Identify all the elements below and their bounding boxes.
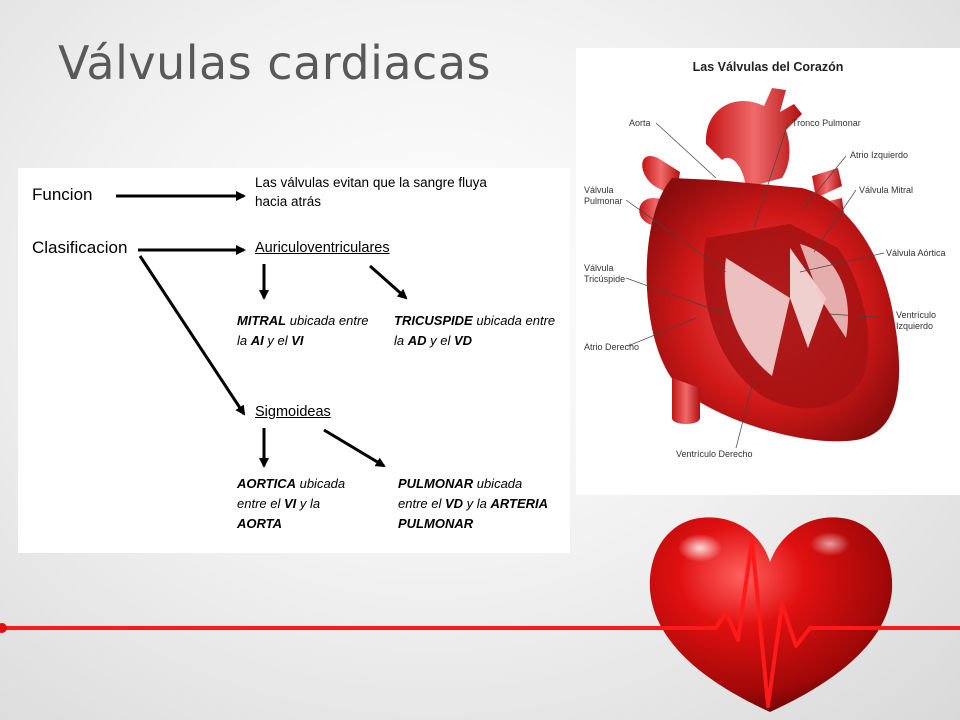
label-ventriculo-izquierdo-2: Izquierdo: [896, 321, 934, 331]
pulmonar-b: ARTERIA: [490, 496, 549, 511]
arrow-to-pulmonar: [323, 428, 386, 468]
mitral-desc1: ubicada entre: [286, 313, 369, 328]
pulmonar-description: PULMONAR ubicada entre el VD y la ARTERI…: [398, 474, 548, 534]
heart-anatomy-illustration: [625, 88, 900, 449]
label-valvula-tricuspide-2: Tricúspide: [584, 274, 626, 284]
tricuspide-desc1: ubicada entre: [472, 313, 556, 328]
label-atrio-izquierdo: Atrio Izquierdo: [850, 150, 909, 160]
pulmonar-mid: y la: [463, 496, 491, 511]
heart-icon: [649, 517, 893, 712]
anatomy-title: Las Válvulas del Corazón: [692, 60, 844, 74]
tricuspide-a: AD: [407, 333, 427, 348]
aortica-prefix: entre el: [237, 496, 284, 511]
tricuspide-mid: y el: [426, 333, 454, 348]
label-valvula-pulmonar: Válvula Pulmonar: [584, 185, 623, 207]
pulmonar-line3: PULMONAR: [398, 516, 474, 531]
heart-anatomy-figure: Las Válvulas del Corazón Aorta Tronco Pu…: [576, 48, 960, 495]
arrow-to-sigmoideas: [138, 255, 246, 416]
pulmonar-a: VD: [444, 496, 464, 511]
mitral-mid: y el: [263, 333, 292, 348]
sigmoideas-label: Sigmoideas: [255, 404, 331, 420]
clasificacion-label: Clasificacion: [32, 238, 128, 257]
mitral-description: MITRAL ubicada entre la AI y el VI: [237, 311, 369, 351]
mitral-a: AI: [250, 333, 264, 348]
tricuspide-prefix: la: [394, 333, 408, 348]
arrow-to-tricuspide: [369, 264, 408, 300]
funcion-text-line2: hacia atrás: [255, 194, 322, 209]
mitral-prefix: la: [237, 333, 251, 348]
mitral-name: MITRAL: [237, 313, 287, 328]
label-valvula-pulmonar-2: Pulmonar: [584, 196, 623, 206]
funcion-description: Las válvulas evitan que la sangre fluya …: [255, 173, 487, 211]
mitral-b: VI: [291, 333, 304, 348]
label-ventriculo-izquierdo-1: Ventrículo: [896, 310, 937, 320]
aortica-a: VI: [283, 496, 297, 511]
auriculoventriculares-label: Auriculoventriculares: [255, 240, 390, 256]
slide-title: Válvulas cardiacas: [58, 36, 491, 90]
label-valvula-aortica: Válvula Aórtica: [886, 248, 946, 258]
aortica-description: AORTICA ubicada entre el VI y la AORTA: [237, 474, 345, 534]
funcion-label: Funcion: [32, 185, 93, 204]
tricuspide-description: TRICUSPIDE ubicada entre la AD y el VD: [394, 311, 555, 351]
aortica-name: AORTICA: [237, 476, 296, 491]
classification-diagram: Funcion Las válvulas evitan que la sangr…: [18, 168, 570, 553]
tricuspide-name: TRICUSPIDE: [394, 313, 473, 328]
pulmonar-name: PULMONAR: [398, 476, 474, 491]
label-valvula-tricuspide: Válvula Tricúspide: [584, 263, 625, 285]
aortica-line3: AORTA: [237, 516, 283, 531]
label-ventriculo-izquierdo: Ventrículo Izquierdo: [896, 310, 936, 332]
label-tronco-pulmonar: Tronco Pulmonar: [792, 118, 861, 128]
label-aorta: Aorta: [629, 118, 651, 128]
label-valvula-tricuspide-1: Válvula: [584, 263, 614, 273]
diagram-arrows: [116, 191, 408, 468]
tricuspide-b: VD: [453, 333, 473, 348]
label-ventriculo-derecho: Ventrículo Derecho: [676, 449, 753, 459]
label-valvula-pulmonar-1: Válvula: [584, 185, 614, 195]
heartbeat-line: [0, 538, 960, 708]
label-valvula-mitral: Válvula Mitral: [859, 185, 914, 195]
funcion-text-line1: Las válvulas evitan que la sangre fluya: [255, 175, 487, 190]
label-atrio-derecho: Atrio Derecho: [584, 342, 640, 352]
pulmonar-prefix: entre el: [398, 496, 445, 511]
pulmonar-desc1: ubicada: [473, 476, 523, 491]
aortica-desc1: ubicada: [295, 476, 346, 491]
aortica-mid: y la: [296, 496, 321, 511]
